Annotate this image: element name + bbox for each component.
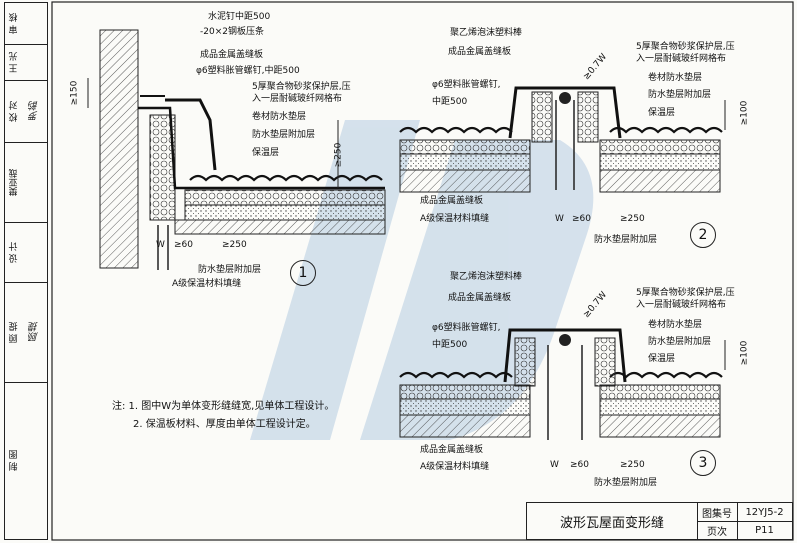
d1-mortar-label-1: 5厚聚合物砂浆保护层,压 [252,82,351,92]
d2-rod-label: 聚乙烯泡沫塑料棒 [450,28,523,38]
d3-fill-label: A级保温材料填缝 [420,462,490,472]
d1-dim-w: W [156,240,165,250]
detail-1-drawing [87,29,386,270]
d3-dim-60: ≥60 [570,460,589,470]
d1-insulation-label: 保温层 [252,148,280,158]
detail-2-number: 2 [690,222,716,248]
d2-mortar-label-1: 5厚聚合物砂浆保护层,压 [636,42,735,52]
d3-dim-100: ≥100 [739,340,750,366]
d2-dim-60: ≥60 [572,214,591,224]
d3-add-layer-label: 防水垫层附加层 [594,478,658,488]
d3-rod-label: 聚乙烯泡沫塑料棒 [450,272,523,282]
atlas-number-value: 12YJ5-2 [737,503,792,522]
d3-bolt-label-2: 中距500 [432,340,468,350]
d2-additional-label: 防水垫层附加层 [648,90,712,100]
page-number-value: P11 [755,524,774,536]
d1-membrane-label: 卷材防水垫层 [252,112,307,122]
d3-dim-250: ≥250 [620,460,645,470]
sidebar-cell-check: 校 对 罗韵 [5,81,47,143]
atlas-number-label: 图集号 [697,503,738,522]
note-line-1: 注: 1. 图中W为单体变形缝缝宽,见单体工程设计。 [112,401,335,412]
d2-dim-100: ≥100 [739,100,750,126]
d2-insulation-label: 保温层 [648,108,676,118]
d1-dim-250-vertical: ≥250 [333,142,344,168]
d2-add-layer-label: 防水垫层附加层 [594,235,658,245]
d3-mortar-label-1: 5厚聚合物砂浆保护层,压 [636,288,735,298]
d1-dim-60: ≥60 [174,240,193,250]
detail-3-number: 3 [690,450,716,476]
d1-mortar-label-2: 入一层耐碱玻纤网格布 [252,94,343,104]
d1-strip-label: -20×2钢板压条 [200,27,264,37]
sidebar-cell-design: 设 计 [5,223,47,283]
signature-column: 审 核 王 光 校 对 罗韵 樊亚哉 设 计 顾 提 顾提 制 图 [4,2,48,540]
d2-cover-bottom-label: 成品金属盖缝板 [420,196,484,206]
d2-cover-label: 成品金属盖缝板 [448,47,512,57]
drawing-title: 波形瓦屋面变形缝 [527,503,698,539]
d3-cover-label: 成品金属盖缝板 [448,293,512,303]
d1-cover-label: 成品金属盖缝板 [200,50,264,60]
d3-bolt-label-1: φ6塑料胀管螺钉, [432,323,501,333]
page-number-label: 页次 [697,521,738,539]
sidebar-cell-checker: 樊亚哉 [5,143,47,223]
d3-mortar-label-2: 入一层耐碱玻纤网格布 [636,300,727,310]
d3-membrane-label: 卷材防水垫层 [648,320,703,330]
d1-nail-label: 水泥钉中距500 [208,12,271,22]
d3-insulation-label: 保温层 [648,354,676,364]
d3-additional-label: 防水垫层附加层 [648,337,712,347]
d2-dim-w: W [555,214,564,224]
d2-fill-label: A级保温材料填缝 [420,214,490,224]
detail-3-drawing [399,328,726,440]
d2-dim-250: ≥250 [620,214,645,224]
d2-membrane-label: 卷材防水垫层 [648,73,703,83]
d1-add-layer-label: 防水垫层附加层 [198,265,262,275]
d2-bolt-label-2: 中距500 [432,97,468,107]
d1-dim-150: ≥150 [69,80,80,106]
sidebar-cell-reviewer: 王 光 [5,45,47,81]
d3-dim-w: W [550,460,559,470]
sidebar-cell-review: 审 核 [5,3,47,45]
d2-bolt-label-1: φ6塑料胀管螺钉, [432,80,501,90]
d1-fill-label: A级保温材料填缝 [172,279,242,289]
note-line-2: 2. 保温板材料、厚度由单体工程设计定。 [133,419,316,430]
title-block: 波形瓦屋面变形缝 图集号 12YJ5-2 页次 P11 [526,502,793,540]
d1-dim-250-horizontal: ≥250 [222,240,247,250]
d2-mortar-label-2: 入一层耐碱玻纤网格布 [636,54,727,64]
d1-bolt-label: φ6塑料胀管螺钉,中距500 [196,66,300,76]
d1-additional-label: 防水垫层附加层 [252,130,316,140]
detail-2-drawing [399,86,726,193]
d3-cover-bottom-label: 成品金属盖缝板 [420,445,484,455]
sidebar-cell-designer: 顾 提 顾提 [5,283,47,383]
detail-1-number: 1 [290,260,316,286]
